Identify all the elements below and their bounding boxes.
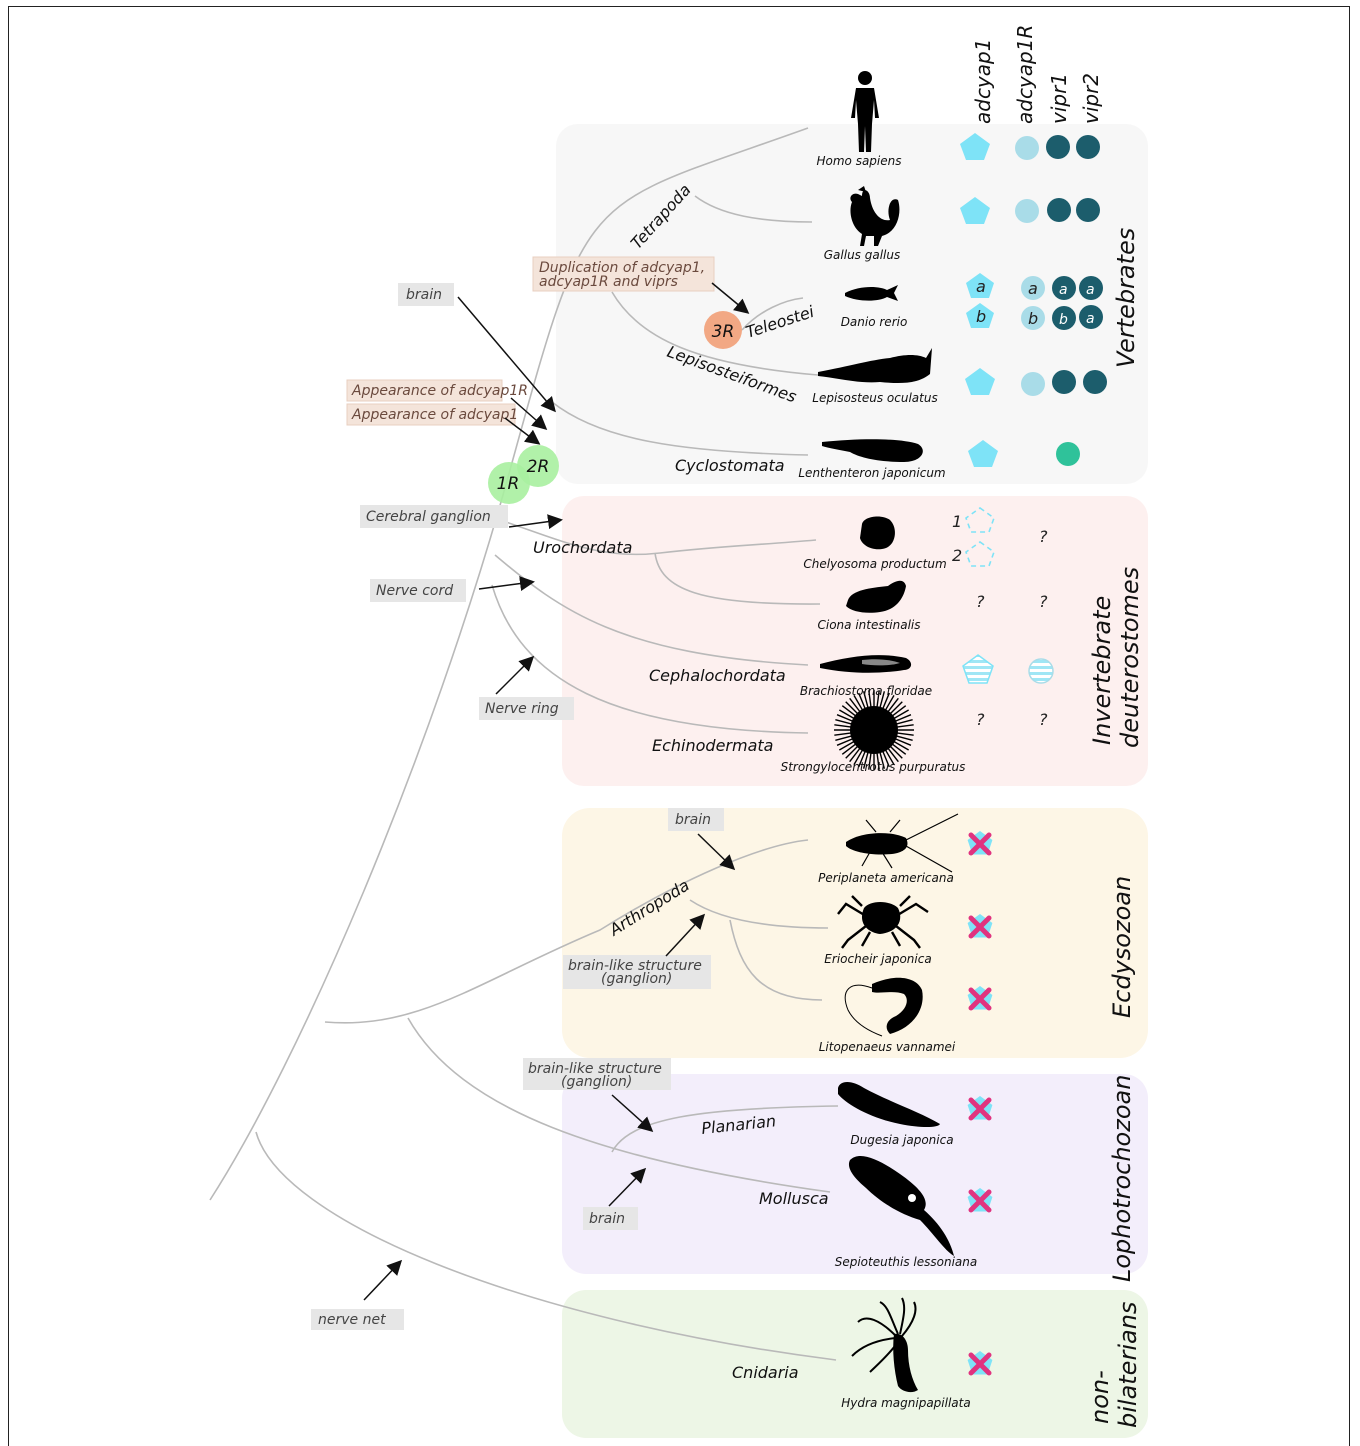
paralog-a-vipr1: a <box>1059 282 1068 298</box>
adcyap1r-brachiostoma <box>1029 659 1053 683</box>
paralog-a-vipr2: a <box>1086 282 1095 298</box>
svg-text:Appearance of adcyap1: Appearance of adcyap1 <box>351 407 518 423</box>
unknown-ciona-adcyap1: ? <box>976 592 985 611</box>
annotation-appearance-adcyap1r: Appearance of adcyap1R <box>347 380 528 401</box>
svg-text:Nerve ring: Nerve ring <box>485 701 559 717</box>
annotation-brain-mollusca: brain <box>583 1207 638 1230</box>
species-sepioteuthis-lessoniana: Sepioteuthis lessoniana <box>835 1255 978 1269</box>
species-strongylocentrotus-purpuratus: Strongylocentrotus purpuratus <box>781 760 966 774</box>
svg-text:(ganglion): (ganglion) <box>601 971 672 987</box>
absent-litopenaeus <box>968 986 993 1010</box>
group-label-non: non- <box>1086 1370 1114 1424</box>
gene-header-vipr2: vipr2 <box>1079 73 1103 124</box>
species-hydra-magnipapillata: Hydra magnipapillata <box>841 1396 970 1410</box>
chelyosoma-silhouette <box>860 517 895 550</box>
adcyap1r-homo <box>1015 136 1039 160</box>
annotation-brain-arthropod: brain <box>668 808 724 831</box>
absent-dugesia <box>968 1096 993 1120</box>
species-eriocheir-japonica: Eriocheir japonica <box>824 952 931 966</box>
svg-text:adcyap1R and viprs: adcyap1R and viprs <box>539 274 678 290</box>
clade-mollusca: Mollusca <box>759 1189 829 1208</box>
annotation-nerve-ring: Nerve ring <box>479 697 574 720</box>
group-label-deuterostomes: deuterostomes <box>1116 567 1144 748</box>
species-gallus-gallus: Gallus gallus <box>824 248 901 262</box>
gene-header-vipr1: vipr1 <box>1047 73 1071 124</box>
receptor-lenthenteron <box>1056 442 1080 466</box>
copy-2-label: 2 <box>952 546 962 565</box>
annotation-cerebral-ganglion: Cerebral ganglion <box>360 505 508 528</box>
vipr1-gallus <box>1047 198 1071 222</box>
svg-text:brain: brain <box>675 812 711 828</box>
vertebrates-panel <box>556 124 1148 484</box>
species-periplaneta-americana: Periplaneta americana <box>818 871 954 885</box>
species-litopenaeus-vannamei: Litopenaeus vannamei <box>819 1040 956 1054</box>
non-bilaterians-panel <box>562 1290 1148 1438</box>
svg-text:brain: brain <box>406 287 442 303</box>
vipr1-lepisosteus <box>1052 370 1076 394</box>
species-chelyosoma-productum: Chelyosoma productum <box>803 557 946 571</box>
species-ciona-intestinalis: Ciona intestinalis <box>817 618 920 632</box>
sea-urchin-silhouette <box>834 690 914 770</box>
species-danio-rerio: Danio rerio <box>841 315 908 329</box>
unknown-ciona-receptor: ? <box>1039 592 1048 611</box>
svg-text:Nerve cord: Nerve cord <box>376 583 453 599</box>
vipr1-homo <box>1046 135 1070 159</box>
clade-echinodermata: Echinodermata <box>652 736 773 755</box>
wgd-1r-label: 1R <box>497 474 520 494</box>
clade-cephalochordata: Cephalochordata <box>649 666 786 685</box>
annotation-appearance-adcyap1: Appearance of adcyap1 <box>347 404 518 425</box>
clade-urochordata: Urochordata <box>533 538 632 557</box>
group-label-ecdysozoan: Ecdysozoan <box>1108 876 1136 1018</box>
group-label-vertebrates: Vertebrates <box>1112 228 1140 368</box>
wgd-3r-label: 3R <box>712 322 735 342</box>
unknown-chelyosoma-receptor: ? <box>1039 527 1048 546</box>
absent-hydra <box>968 1351 993 1375</box>
paralog-a2-vipr2: a <box>1086 311 1095 327</box>
annotation-brainlike-planarian: brain-like structure (ganglion) <box>523 1058 671 1090</box>
species-lepisosteus-oculatus: Lepisosteus oculatus <box>812 391 937 405</box>
gene-header-adcyap1r: adcyap1R <box>1013 25 1037 124</box>
copy-1-label: 1 <box>952 512 962 531</box>
group-label-invertebrate: Invertebrate <box>1088 596 1116 745</box>
paralog-b-adcyap1r: b <box>1028 309 1038 328</box>
absent-periplaneta <box>968 831 993 855</box>
gene-header-adcyap1: adcyap1 <box>971 39 995 124</box>
vipr2-lepisosteus <box>1083 370 1107 394</box>
annotation-nerve-cord: Nerve cord <box>370 579 466 602</box>
clade-cyclostomata: Cyclostomata <box>675 456 785 475</box>
species-brachiostoma-floridae: Brachiostoma floridae <box>800 684 932 698</box>
svg-text:brain: brain <box>589 1211 625 1227</box>
clade-cnidaria: Cnidaria <box>732 1363 799 1382</box>
species-dugesia-japonica: Dugesia japonica <box>850 1133 953 1147</box>
adcyap1r-gallus <box>1015 199 1039 223</box>
group-label-lophotrochozoan: Lophotrochozoan <box>1108 1075 1136 1282</box>
annotation-nerve-net: nerve net <box>311 1309 404 1330</box>
annotation-brainlike-arthropod: brain-like structure (ganglion) <box>563 955 711 989</box>
species-homo-sapiens: Homo sapiens <box>816 154 901 168</box>
wgd-2r-label: 2R <box>527 457 550 477</box>
paralog-a-adcyap1r: a <box>1028 279 1038 298</box>
absent-sepioteuthis <box>968 1188 993 1212</box>
svg-text:Cerebral ganglion: Cerebral ganglion <box>366 509 491 525</box>
paralog-b-vipr1: b <box>1059 312 1068 328</box>
annotation-duplication: Duplication of adcyap1, adcyap1R and vip… <box>533 257 714 291</box>
group-label-bilaterians: bilaterians <box>1114 1302 1142 1428</box>
paralog-a-adcyap1: a <box>976 277 986 296</box>
svg-text:nerve net: nerve net <box>318 1312 386 1328</box>
adcyap1r-lepisosteus <box>1021 372 1045 396</box>
species-lenthenteron-japonicum: Lenthenteron japonicum <box>798 466 945 480</box>
unknown-urchin-adcyap1: ? <box>976 710 985 729</box>
absent-eriocheir <box>968 914 993 938</box>
paralog-b-adcyap1: b <box>976 307 986 326</box>
unknown-urchin-receptor: ? <box>1039 710 1048 729</box>
annotation-brain-vertebrate: brain <box>398 283 454 306</box>
vipr2-gallus <box>1076 198 1100 222</box>
svg-text:(ganglion): (ganglion) <box>561 1074 632 1090</box>
vipr2-homo <box>1076 135 1100 159</box>
svg-text:Appearance of adcyap1R: Appearance of adcyap1R <box>351 383 528 399</box>
